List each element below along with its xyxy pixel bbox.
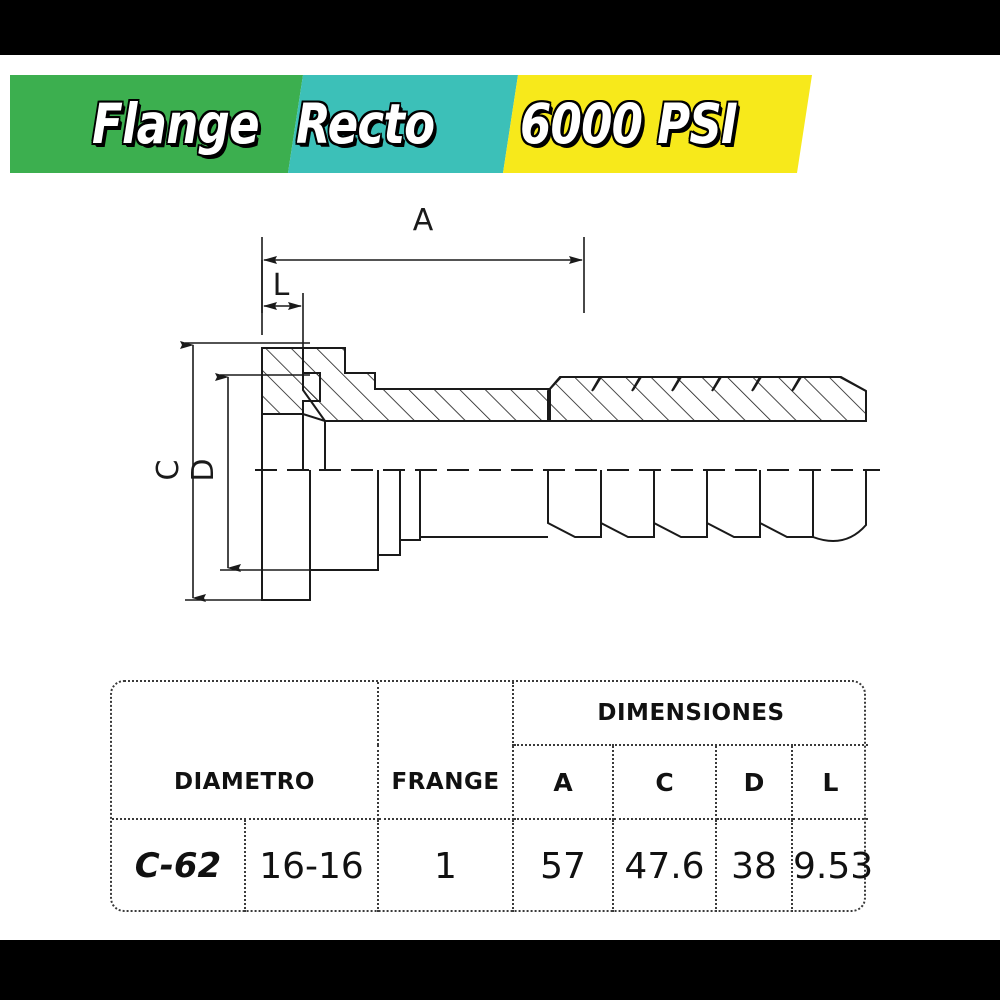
- cell-code: C-62: [112, 819, 246, 912]
- spec-table-grid: DIMENSIONES DIAMETRO FRANGE A C D L C-62…: [112, 682, 874, 912]
- table-row-data: C-62 16-16 1 57 47.6 38 9.53: [112, 819, 874, 912]
- banner-segment-yellow: [503, 75, 812, 173]
- fitting-upper-section: [261, 347, 867, 470]
- drawing-svg: A L C D: [151, 203, 880, 602]
- dimension-label-c: C: [151, 460, 186, 481]
- cell-d: 38: [716, 819, 793, 912]
- cell-dimensiones-header: DIMENSIONES: [513, 682, 869, 746]
- fitting-lower-view: [261, 470, 867, 601]
- section-lower-edge: [262, 413, 548, 422]
- cell-blank-diametro: [112, 682, 379, 745]
- flange-groove: [303, 372, 321, 402]
- letterbox-top: [0, 0, 1000, 55]
- header-l: L: [792, 745, 869, 820]
- title-banner: Flange Recto 6000 PSI: [0, 70, 1000, 178]
- banner-segment-teal: [288, 75, 518, 173]
- header-frange: FRANGE: [378, 745, 514, 820]
- header-c: C: [613, 745, 717, 820]
- cell-c: 47.6: [613, 819, 717, 912]
- dimension-l: [261, 260, 304, 348]
- technical-drawing: A L C D: [0, 185, 1000, 675]
- table-row-group-header: DIMENSIONES: [112, 682, 869, 746]
- cell-a: 57: [513, 819, 614, 912]
- barb-teeth-top: [548, 376, 867, 392]
- cell-diametro: 16-16: [245, 819, 379, 912]
- barb-lower-steps: [547, 470, 814, 538]
- shank-step: [344, 348, 376, 389]
- dimension-label-d: D: [186, 458, 221, 481]
- header-a: A: [513, 745, 614, 820]
- dimension-a: [261, 237, 585, 313]
- banner-shapes: [10, 75, 812, 173]
- cell-frange: 1: [378, 819, 514, 912]
- body-section-outline: [302, 347, 551, 422]
- dimension-label-l: L: [273, 268, 290, 303]
- specifications-table: DIMENSIONES DIAMETRO FRANGE A C D L C-62…: [110, 680, 874, 912]
- banner-segment-green: [10, 75, 303, 173]
- header-d: D: [716, 745, 793, 820]
- letterbox-bottom: [0, 940, 1000, 1000]
- header-diametro: DIAMETRO: [112, 745, 379, 820]
- table-row-headers: DIAMETRO FRANGE A C D L: [112, 745, 869, 820]
- dimension-label-a: A: [413, 203, 434, 238]
- cell-l: 9.53: [793, 845, 874, 887]
- barb-band: [547, 376, 867, 422]
- cell-blank-frange: [378, 682, 514, 745]
